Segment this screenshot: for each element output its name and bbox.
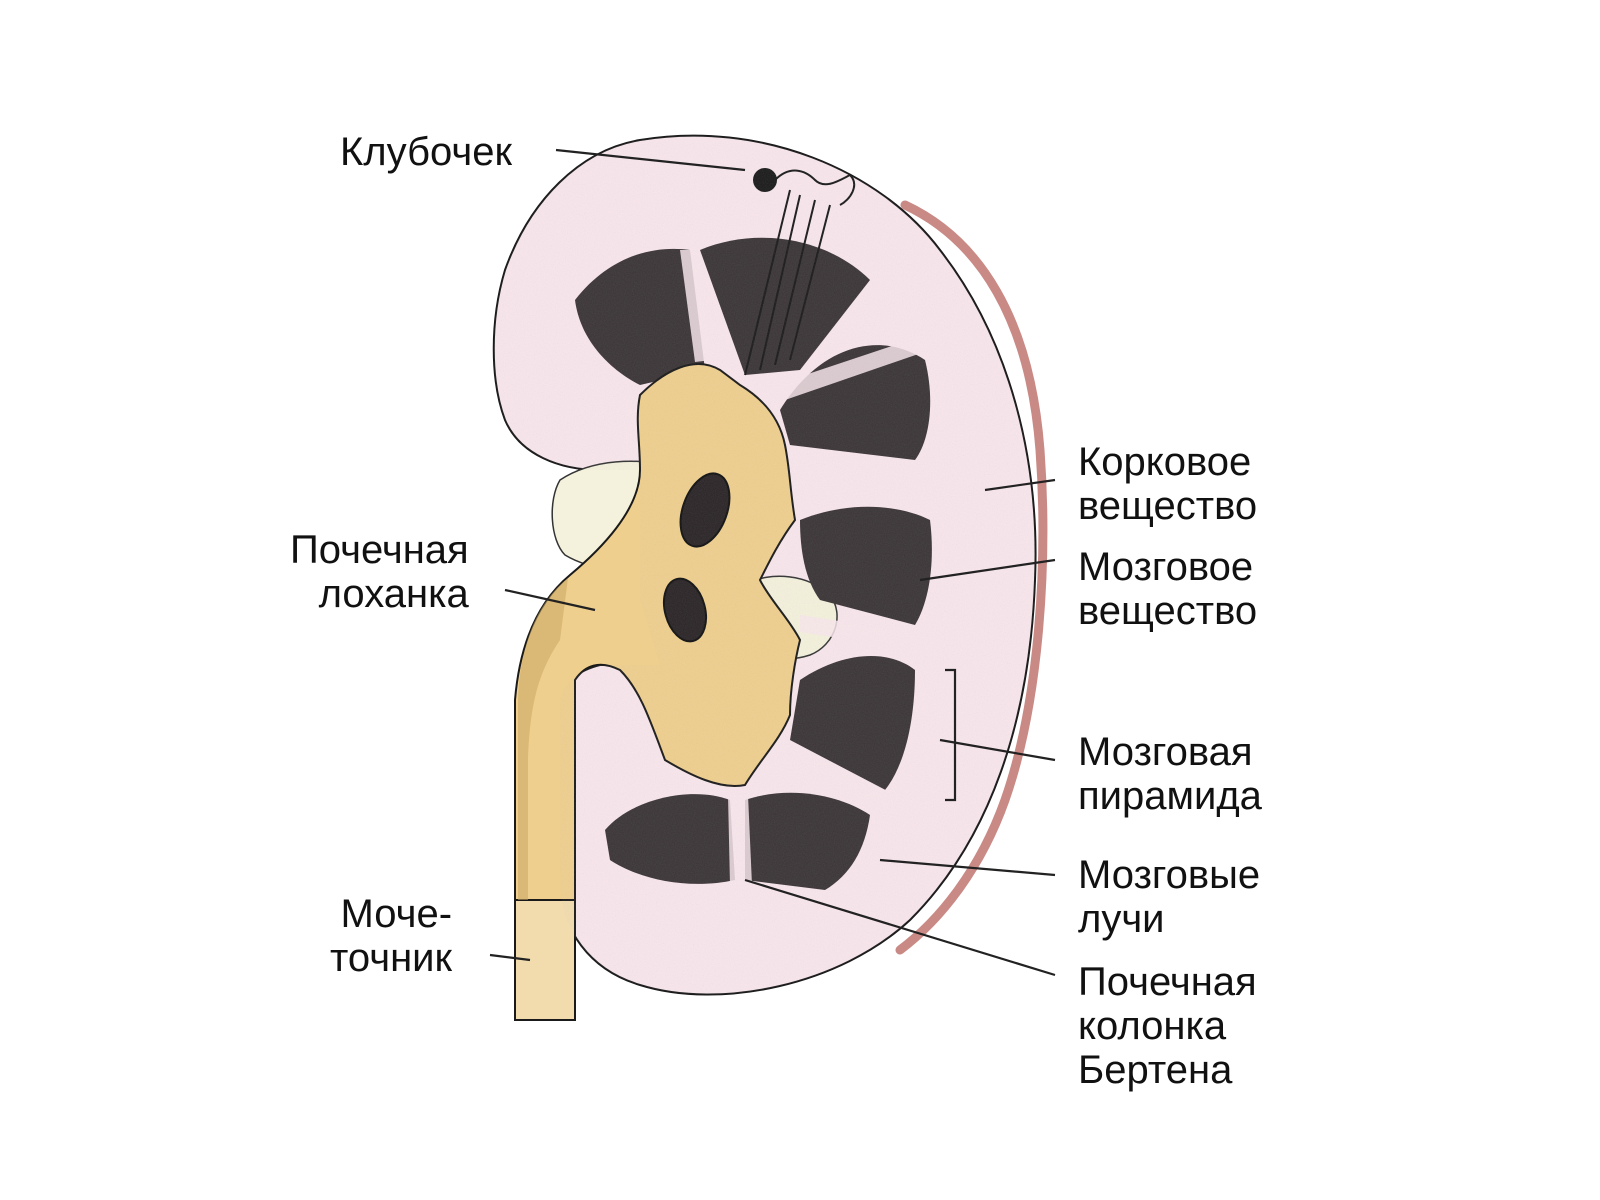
label-renal-pelvis-line-1: Почечная bbox=[290, 528, 469, 572]
leader-ureter bbox=[489, 953, 531, 962]
label-medullary-rays: Мозговые лучи bbox=[1078, 853, 1260, 941]
leader-cortex bbox=[984, 478, 1056, 492]
ureter-shading bbox=[518, 578, 568, 900]
label-renal-column: Почечная колонка Бертена bbox=[1078, 960, 1257, 1092]
label-medulla: Мозговое вещество bbox=[1078, 545, 1257, 633]
label-ureter-line-2: точник bbox=[330, 936, 453, 980]
texture-overlay bbox=[493, 135, 1036, 995]
ureter-lower bbox=[514, 899, 576, 1021]
label-cortex-line-1: Корковое bbox=[1078, 440, 1252, 484]
label-glomerulus: Клубочек bbox=[340, 130, 512, 174]
label-medullary-pyramid-line-2: пирамида bbox=[1078, 774, 1262, 818]
label-medullary-pyramid-line-1: Мозговая bbox=[1078, 730, 1253, 774]
label-ureter-line-1: Моче- bbox=[340, 892, 453, 936]
label-medulla-line-2: вещество bbox=[1078, 589, 1258, 633]
label-renal-pelvis: Почечная лоханка bbox=[290, 528, 469, 616]
leader-glomerulus bbox=[555, 148, 746, 172]
label-renal-pelvis-line-2: лоханка bbox=[318, 572, 469, 616]
label-glomerulus-line-1: Клубочек bbox=[340, 130, 512, 174]
label-renal-column-line-3: Бертена bbox=[1078, 1048, 1233, 1092]
leader-renal-pelvis bbox=[504, 588, 596, 612]
leader-lines bbox=[489, 148, 1056, 977]
label-medullary-pyramid: Мозговая пирамида bbox=[1078, 730, 1262, 818]
label-ureter: Моче- точник bbox=[330, 892, 452, 980]
label-cortex-line-2: вещество bbox=[1078, 484, 1258, 528]
leader-pyramid bbox=[939, 738, 1056, 762]
leader-renal-column bbox=[744, 878, 1056, 977]
label-medulla-line-1: Мозговое bbox=[1078, 545, 1254, 589]
label-renal-column-line-1: Почечная bbox=[1078, 960, 1257, 1004]
pyramid-bracket bbox=[945, 668, 957, 802]
label-renal-column-line-2: колонка bbox=[1078, 1004, 1227, 1048]
label-medullary-rays-line-2: лучи bbox=[1078, 897, 1165, 941]
label-medullary-rays-line-1: Мозговые bbox=[1078, 853, 1261, 897]
leader-medullary-rays bbox=[879, 858, 1056, 877]
leader-medulla bbox=[919, 558, 1056, 582]
label-cortex: Корковое вещество bbox=[1078, 440, 1257, 528]
renal-capsule bbox=[895, 200, 1048, 955]
